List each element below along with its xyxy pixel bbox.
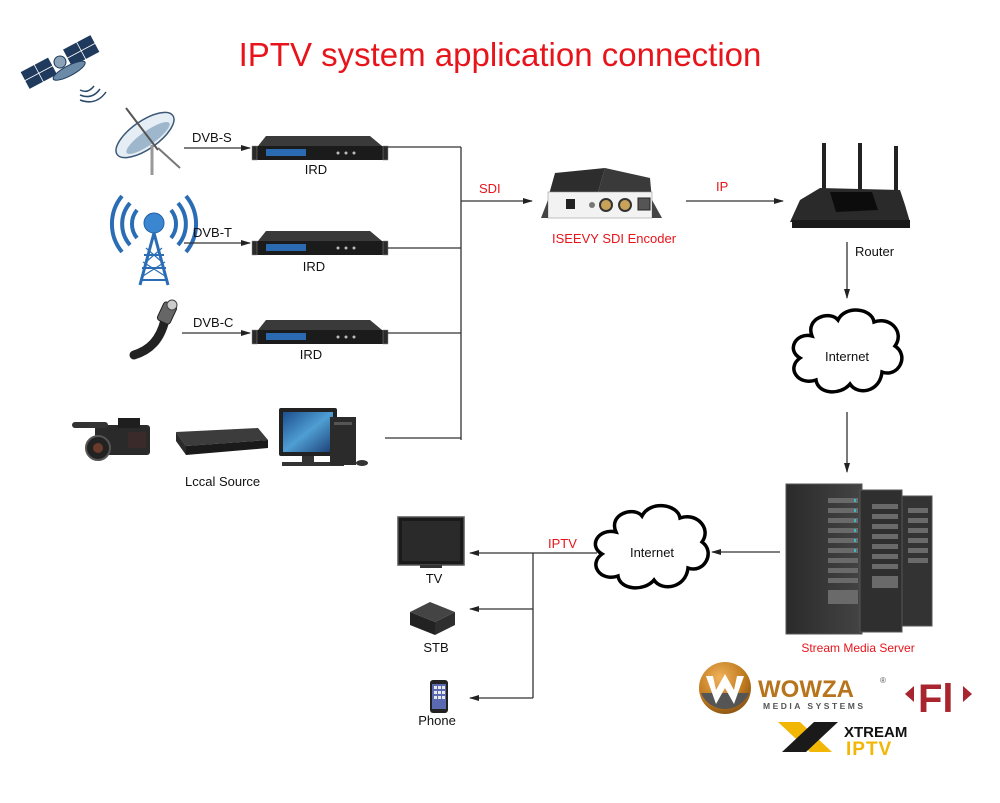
server-rack-icon [785,483,933,635]
dvb-t-label: DVB-T [193,225,232,240]
desktop-computer-icon [279,408,368,466]
stb-label: STB [423,640,449,655]
sdi-label: SDI [479,181,501,196]
ip-label: IP [716,179,729,194]
wowza-registered-mark: ® [880,676,886,685]
sdi-encoder-device-icon [541,168,662,219]
fl-wordmark: Fl [918,677,954,721]
connector-lines [182,145,850,701]
set-top-box-icon [410,602,455,635]
router-label: Router [855,244,895,259]
xtream-wordmark: XTREAM [844,724,907,741]
wifi-router-icon [790,143,910,228]
stream-media-server-label: Stream Media Server [801,641,915,655]
ird-label: IRD [299,347,323,362]
phone-label: Phone [418,713,456,728]
tv-icon [397,516,465,568]
wowza-wordmark: WOWZA [758,676,854,703]
encoder-label: ISEEVY SDI Encoder [551,231,677,246]
ird-label: IRD [304,162,328,177]
wowza-logo: WOWZA ® MEDIA SYSTEMS [699,662,886,714]
internet-label: Internet [629,545,675,560]
satellite-icon [19,33,101,91]
ird-device-icon [251,231,389,256]
local-source-label: Lccal Source [185,474,261,489]
dvr-box-icon [176,428,268,455]
wowza-tagline: MEDIA SYSTEMS [763,701,866,711]
ird-device-icon [251,136,389,161]
xtream-iptv-logo: XTREAM IPTV [778,722,907,760]
broadcast-tower-icon [110,194,198,286]
satellite-dish-icon [115,107,181,175]
page-title: IPTV system application connection [238,36,762,73]
iptv-label: IPTV [548,536,577,551]
ird-label: IRD [302,259,326,274]
signal-waves-icon [79,85,107,103]
xtream-iptv-wordmark: IPTV [846,739,892,760]
video-camera-icon [72,418,150,461]
smartphone-icon [430,680,448,713]
internet-cloud-icon [791,308,904,394]
coax-cable-icon [129,299,178,360]
internet-cloud-icon [593,504,710,590]
internet-label: Internet [824,349,870,364]
tv-label: TV [425,571,443,586]
dvb-s-label: DVB-S [192,130,232,145]
ird-device-icon [251,320,389,345]
dvb-c-label: DVB-C [193,315,234,330]
fl-logo: Fl [905,677,972,721]
